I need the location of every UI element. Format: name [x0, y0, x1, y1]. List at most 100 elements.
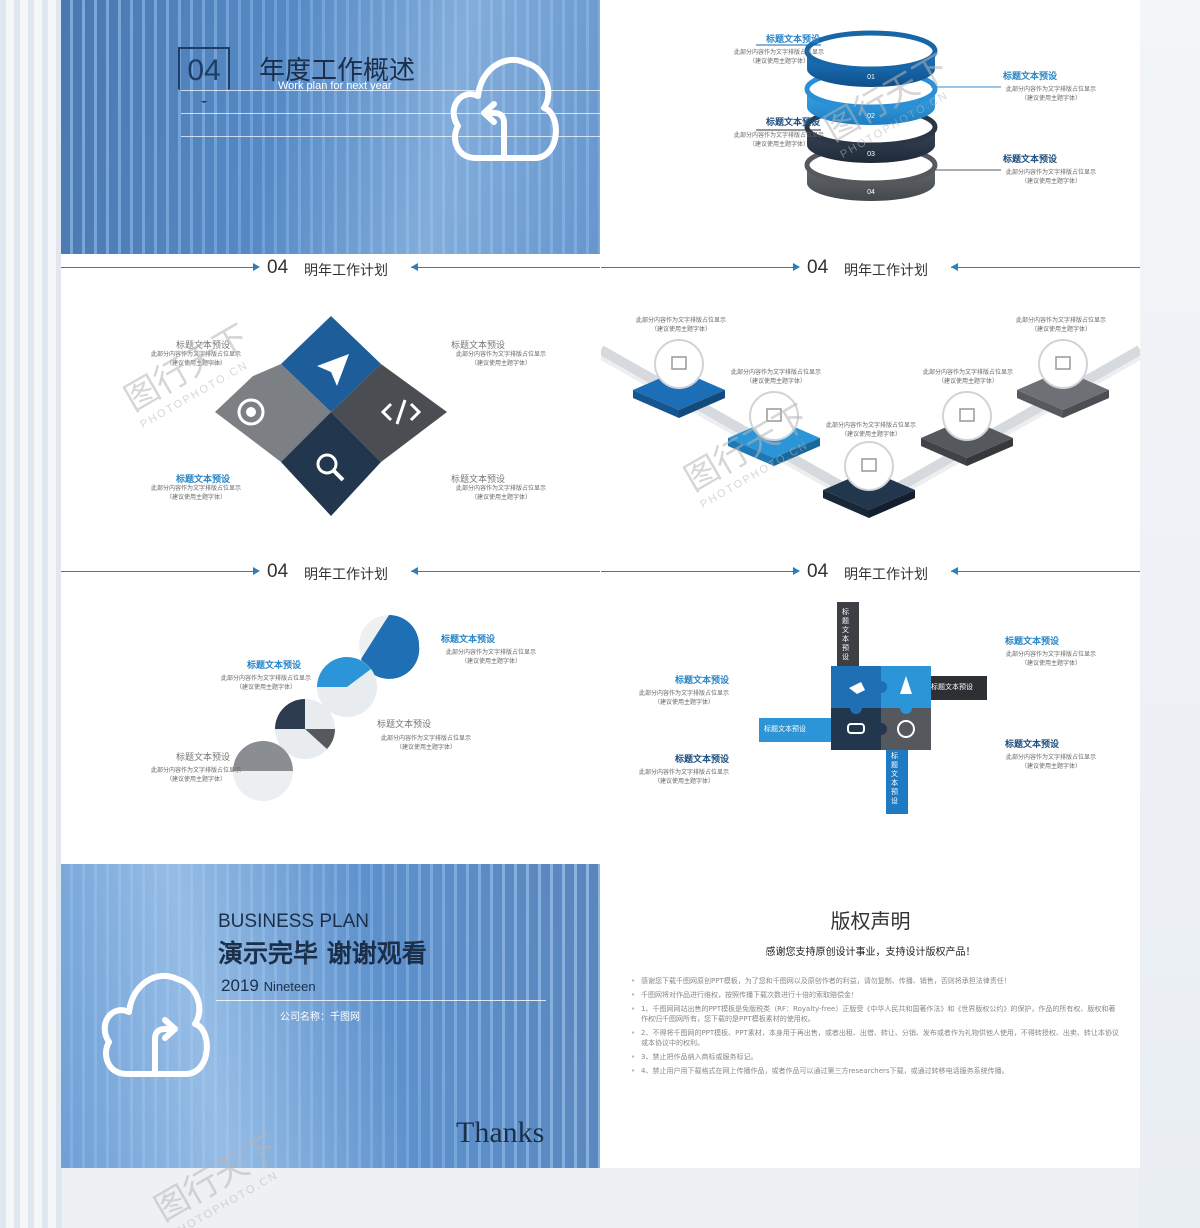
- circle-chain-graphic: [233, 615, 420, 801]
- label-title: 标题文本预设: [451, 341, 506, 351]
- label-body: 此部分内容作为文字排版占位显示（建议使用主题字体）: [455, 485, 546, 501]
- label-title: 标题文本预设: [247, 661, 302, 671]
- label-title: 标题文本预设: [176, 753, 231, 763]
- ring-1: [804, 30, 938, 87]
- ring-label-3: 03: [867, 151, 875, 158]
- section-subtitle: Work plan for next year: [278, 80, 392, 92]
- gift-icon: [959, 408, 975, 422]
- label-body: 此部分内容作为文字排版占位显示（建议使用主题字体）: [1005, 169, 1096, 185]
- list-item: 感谢您下载千图网原创PPT模板，为了您和千图网以及原创作者的利益，请勿复制、传播…: [631, 976, 1121, 986]
- staircase-graphic: [601, 339, 1140, 518]
- stacked-rings-graphic: 01 02 03 04: [804, 30, 938, 201]
- label-body: 此部分内容作为文字排版占位显示（建议使用主题字体）: [638, 690, 729, 706]
- box-icon: [671, 356, 687, 370]
- label-title: 标题文本预设: [675, 755, 730, 765]
- list-item: 1、千图网网站出售的PPT模板是免版税类（RF：Royalty-free）正版受…: [631, 1004, 1121, 1024]
- calendar-icon: [1055, 356, 1071, 370]
- page-left-backdrop: [0, 0, 62, 1228]
- closing-line-2: 演示完毕 谢谢观看: [218, 939, 427, 968]
- diamond-puzzle-graphic: [215, 316, 447, 516]
- rocket-icon: [900, 676, 912, 694]
- step-block-5: [1017, 339, 1109, 418]
- slide-8-copyright: 版权声明 感谢您支持原创设计事业，支持设计版权产品！ 感谢您下载千图网原创PPT…: [601, 864, 1140, 1168]
- paper-plane-icon: [317, 354, 349, 386]
- slide-1-cover: 04 年度工作概述 Work plan for next year: [61, 0, 600, 254]
- chart-icon: [861, 458, 877, 472]
- copyright-subtitle: 感谢您支持原创设计事业，支持设计版权产品！: [765, 947, 976, 958]
- slide-3-diamond: 04 明年工作计划 标题文本预设 此部分内容作为文字排版占位显示（建议使用主题字…: [61, 258, 600, 560]
- label-title: 标题文本预设: [1003, 155, 1058, 165]
- label-title: 标题文本预设: [1003, 72, 1058, 82]
- copyright-title: 版权声明: [830, 909, 911, 933]
- section-title: 年度工作概述: [259, 56, 416, 86]
- label-body: 此部分内容作为文字排版占位显示（建议使用主题字体）: [455, 351, 546, 367]
- label-body: 此部分内容作为文字排版占位显示（建议使用主题字体）: [638, 769, 729, 785]
- ring-label-2: 02: [867, 113, 875, 120]
- building-photo: [61, 0, 600, 254]
- label-title: 标题文本预设: [441, 635, 496, 645]
- label-body: 此部分内容作为文字排版占位显示（建议使用主题字体）: [1005, 754, 1096, 770]
- car-icon: [847, 723, 865, 734]
- label-body: 此部分内容作为文字排版占位显示（建议使用主题字体）: [922, 369, 1013, 385]
- copyright-list: 感谢您下载千图网原创PPT模板，为了您和千图网以及原创作者的利益，请勿复制、传播…: [631, 976, 1121, 1080]
- company-name: 公司名称：千图网: [280, 1012, 360, 1023]
- label-body: 此部分内容作为文字排版占位显示（建议使用主题字体）: [380, 735, 471, 751]
- label-title: 标题文本预设: [1005, 740, 1060, 750]
- list-item: 2、不得将千图网的PPT模板、PPT素材，本身用于再出售，或者出租、出借、转让、…: [631, 1028, 1121, 1048]
- ring-connector-lines: [756, 44, 1001, 171]
- slide-6-puzzle: 04 明年工作计划 标题文本预设 标题文本预设 标题文本预设 标题文本预设 标题: [601, 562, 1140, 862]
- label-body: 此部分内容作为文字排版占位显示（建议使用主题字体）: [1005, 651, 1096, 667]
- cloud-upload-icon: [450, 56, 559, 161]
- section-header: 04 明年工作计划: [61, 562, 600, 584]
- ring-label-1: 01: [867, 74, 875, 81]
- closing-line-1: BUSINESS PLAN: [218, 911, 369, 932]
- puzzle-graphic: [759, 602, 987, 814]
- label-body: 此部分内容作为文字排版占位显示（建议使用主题字体）: [150, 485, 241, 501]
- cloud-share-icon: [101, 972, 210, 1077]
- step-block-1: [633, 339, 725, 418]
- list-item: 4、禁止用户用下载格式在网上传播作品，或者作品可以通过第三方researcher…: [631, 1066, 1121, 1076]
- step-block-2: [728, 391, 820, 466]
- label-body: 此部分内容作为文字排版占位显示（建议使用主题字体）: [150, 351, 241, 367]
- label-body: 此部分内容作为文字排版占位显示（建议使用主题字体）: [733, 49, 824, 65]
- page-right-backdrop: [1138, 0, 1200, 1228]
- bird-icon: [849, 682, 865, 694]
- vertical-tag-bottom: 标题文本预设: [891, 752, 898, 805]
- list-item: 千图网将对作品进行维权，按照传播下载次数进行十倍的索取赔偿金！: [631, 990, 1121, 1000]
- label-title: 标题文本预设: [766, 35, 821, 45]
- label-body: 此部分内容作为文字排版占位显示（建议使用主题字体）: [730, 369, 821, 385]
- label-body: 此部分内容作为文字排版占位显示（建议使用主题字体）: [825, 422, 916, 438]
- building-photo: [61, 864, 600, 1168]
- code-icon: [380, 399, 422, 425]
- label-body: 此部分内容作为文字排版占位显示（建议使用主题字体）: [635, 317, 726, 333]
- label-body: 此部分内容作为文字排版占位显示（建议使用主题字体）: [220, 675, 311, 691]
- label-body: 此部分内容作为文字排版占位显示（建议使用主题字体）: [150, 767, 241, 783]
- slide-4-steps: 04 明年工作计划 此部分内容作为文字排版占位显示（建议使用主题字体） 此部分内…: [601, 258, 1140, 560]
- slide-5-leaves: 04 明年工作计划 标题文本预设 此部分内容作为文字排版占位显示（建议使用主题字…: [61, 562, 600, 862]
- target-icon: [237, 398, 265, 426]
- tag-left: 标题文本预设: [764, 725, 806, 733]
- label-title: 标题文本预设: [675, 676, 730, 686]
- label-title: 标题文本预设: [766, 118, 821, 128]
- search-icon: [316, 453, 345, 482]
- label-body: 此部分内容作为文字排版占位显示（建议使用主题字体）: [733, 132, 824, 148]
- step-block-4: [921, 391, 1013, 466]
- label-body: 此部分内容作为文字排版占位显示（建议使用主题字体）: [445, 649, 536, 665]
- label-body: 此部分内容作为文字排版占位显示（建议使用主题字体）: [1015, 317, 1106, 333]
- ring-label-4: 04: [867, 189, 875, 196]
- label-title: 标题文本预设: [176, 341, 231, 351]
- section-header: 04 明年工作计划: [61, 258, 600, 280]
- label-body: 此部分内容作为文字排版占位显示（建议使用主题字体）: [1005, 86, 1096, 102]
- closing-year: 2019 Nineteen: [221, 976, 316, 995]
- section-header: 04 明年工作计划: [601, 562, 1140, 584]
- globe-icon: [897, 720, 915, 738]
- label-title: 标题文本预设: [176, 475, 231, 485]
- slide-7-closing: BUSINESS PLAN 演示完毕 谢谢观看 2019 Nineteen 公司…: [61, 864, 600, 1168]
- list-item: 3、禁止把作品纳入商标或服务标记。: [631, 1052, 1121, 1062]
- label-title: 标题文本预设: [451, 475, 506, 485]
- section-number-badge: 04: [178, 47, 230, 103]
- divider: [216, 1000, 546, 1001]
- tag-right: 标题文本预设: [931, 683, 973, 691]
- image-icon: [766, 408, 782, 422]
- step-block-3: [823, 441, 915, 518]
